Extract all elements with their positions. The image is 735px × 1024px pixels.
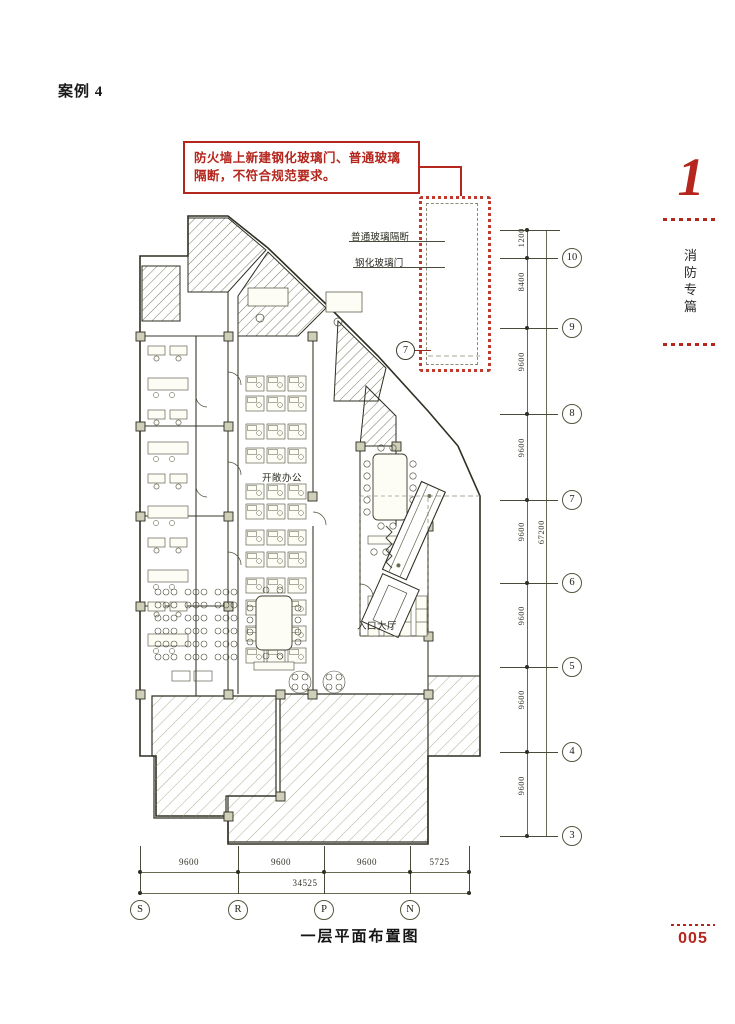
dim-v-9600-a: 9600 bbox=[516, 352, 526, 372]
detail-inner-boundary bbox=[426, 203, 478, 365]
dim-h-total-34525: 34525 bbox=[292, 878, 318, 888]
grid-bubble-R[interactable]: R bbox=[228, 900, 248, 920]
vertical-dim-line-outer bbox=[546, 230, 547, 836]
callout-leader-horizontal bbox=[420, 166, 462, 168]
room-label-entrance-hall: 入口大厅 bbox=[357, 622, 398, 632]
grid-bubble-3[interactable]: 3 bbox=[562, 826, 582, 846]
dim-tick-dot bbox=[525, 326, 529, 330]
grid-bubble-6[interactable]: 6 bbox=[562, 573, 582, 593]
dim-v-total-67200: 67200 bbox=[536, 520, 546, 545]
dim-tick-dot bbox=[525, 750, 529, 754]
grid-bubble-5[interactable]: 5 bbox=[562, 657, 582, 677]
grid-tick-top bbox=[500, 230, 560, 231]
grid-line-3 bbox=[500, 836, 558, 837]
annotation-callout-text: 防火墙上新建钢化玻璃门、普通玻璃隔断，不符合规范要求。 bbox=[194, 151, 401, 183]
dim-v-9600-f: 9600 bbox=[516, 776, 526, 796]
dim-tick-dot bbox=[525, 256, 529, 260]
dim-tick-dot bbox=[408, 870, 412, 874]
page-number-divider bbox=[671, 924, 715, 926]
grid-line-5 bbox=[500, 667, 558, 668]
dim-tick-dot bbox=[525, 834, 529, 838]
dim-tick-dot bbox=[525, 228, 529, 232]
grid-bubble-8[interactable]: 8 bbox=[562, 404, 582, 424]
floor-plan-drawing bbox=[128, 196, 500, 846]
dim-v-1200: 1200 bbox=[516, 228, 526, 248]
plan-title: 一层平面布置图 bbox=[300, 929, 420, 945]
dim-tick-dot bbox=[467, 870, 471, 874]
detail-label-tempered-door: 钢化玻璃门 bbox=[355, 259, 404, 269]
grid-line-6 bbox=[500, 583, 558, 584]
grid-bubble-9[interactable]: 9 bbox=[562, 318, 582, 338]
dim-tick-dot bbox=[138, 891, 142, 895]
horizontal-dim-line-outer bbox=[140, 893, 470, 894]
margin-chapter-block: 1 消防专篇 bbox=[648, 150, 734, 346]
detail-highlight-zone bbox=[419, 196, 491, 372]
grid-bubble-7[interactable]: 7 bbox=[562, 490, 582, 510]
dim-tick-dot bbox=[525, 412, 529, 416]
dim-tick-dot bbox=[467, 891, 471, 895]
grid-line-10 bbox=[500, 258, 558, 259]
dim-tick-dot bbox=[138, 870, 142, 874]
dim-h-9600-b: 9600 bbox=[271, 857, 291, 867]
grid-bubble-N[interactable]: N bbox=[400, 900, 420, 920]
dim-tick-dot bbox=[236, 870, 240, 874]
grid-bubble-4[interactable]: 4 bbox=[562, 742, 582, 762]
dim-v-9600-d: 9600 bbox=[516, 606, 526, 626]
room-label-open-office: 开敞办公 bbox=[262, 474, 303, 484]
grid-bubble-10[interactable]: 10 bbox=[562, 248, 582, 268]
dim-v-9600-c: 9600 bbox=[516, 522, 526, 542]
detail-label-leader-2 bbox=[353, 267, 445, 268]
callout-leader-vertical bbox=[460, 166, 462, 196]
chapter-divider-bottom bbox=[663, 343, 719, 346]
dim-h-9600-a: 9600 bbox=[179, 857, 199, 867]
dim-v-9600-b: 9600 bbox=[516, 438, 526, 458]
vertical-dim-line-inner bbox=[527, 230, 528, 836]
detail-marker-7[interactable]: 7 bbox=[396, 341, 415, 360]
horizontal-dim-line-inner bbox=[140, 872, 470, 873]
detail-label-glass-partition: 普通玻璃隔断 bbox=[351, 233, 410, 243]
detail-label-leader-1 bbox=[349, 241, 445, 242]
grid-line-8 bbox=[500, 414, 558, 415]
grid-line-9 bbox=[500, 328, 558, 329]
chapter-divider-top bbox=[663, 218, 719, 221]
chapter-name: 消防专篇 bbox=[683, 248, 698, 314]
dim-h-5725: 5725 bbox=[429, 857, 450, 867]
grid-bubble-P[interactable]: P bbox=[314, 900, 334, 920]
page-number-block: 005 bbox=[663, 924, 723, 948]
detail-marker-leader bbox=[415, 350, 431, 351]
grid-line-4 bbox=[500, 752, 558, 753]
dim-tick-dot bbox=[525, 498, 529, 502]
page-number: 005 bbox=[678, 930, 708, 947]
dim-tick-dot bbox=[525, 581, 529, 585]
grid-bubble-S[interactable]: S bbox=[130, 900, 150, 920]
case-header: 案例 4 bbox=[58, 84, 104, 100]
dim-v-9600-e: 9600 bbox=[516, 690, 526, 710]
dim-v-8400: 8400 bbox=[516, 272, 526, 292]
dim-h-9600-c: 9600 bbox=[357, 857, 377, 867]
dim-tick-dot bbox=[525, 665, 529, 669]
grid-line-7 bbox=[500, 500, 558, 501]
annotation-callout: 防火墙上新建钢化玻璃门、普通玻璃隔断，不符合规范要求。 bbox=[183, 141, 420, 194]
chapter-number: 1 bbox=[677, 147, 705, 207]
dim-tick-dot bbox=[322, 870, 326, 874]
